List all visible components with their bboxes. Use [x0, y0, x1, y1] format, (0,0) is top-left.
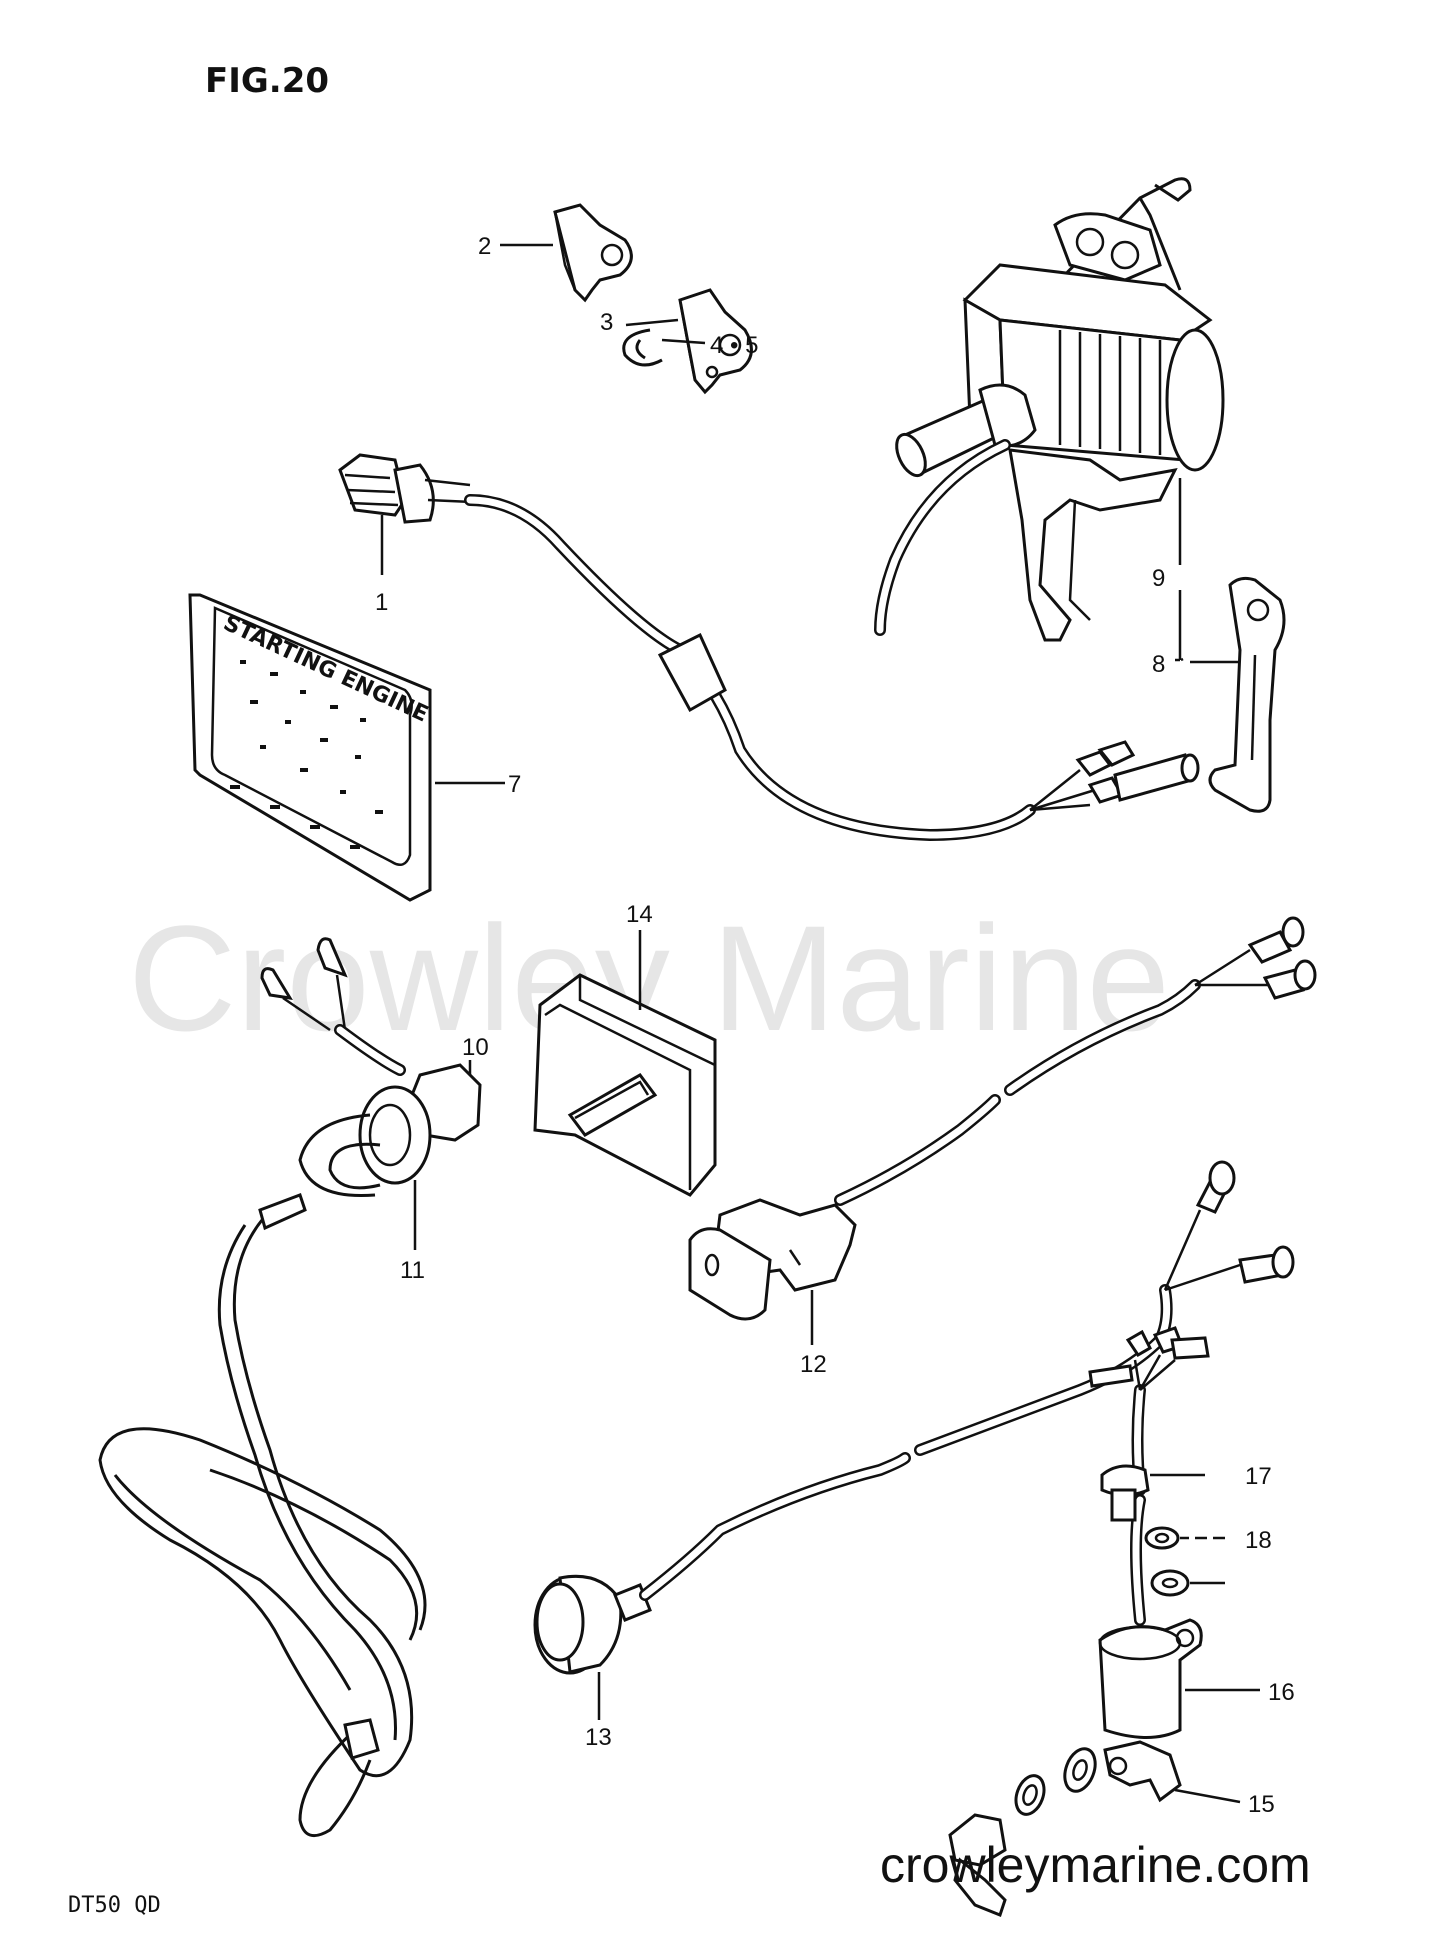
- callout-11: 12: [800, 1351, 827, 1378]
- callout-12: 13: [585, 1724, 612, 1751]
- callout-1: 1: [375, 589, 388, 616]
- clip-part-2: [553, 203, 633, 303]
- callout-13: 14: [626, 901, 653, 928]
- switch-part-12: [533, 1160, 1295, 1675]
- callout-3: 3: [600, 309, 613, 336]
- website-text: crowleymarine.com: [880, 1837, 1311, 1893]
- callout-2: 2: [478, 233, 491, 260]
- e-ring-part-4-5: [622, 328, 663, 367]
- model-code: DT50 QD: [68, 1893, 161, 1918]
- callout-9: 10: [462, 1034, 489, 1061]
- callout-17: 18: [1245, 1527, 1272, 1554]
- callout-16: 17: [1245, 1463, 1272, 1490]
- callout-15: 16: [1268, 1679, 1295, 1706]
- switch-part-1: [338, 453, 1200, 842]
- condenser-part-15: [948, 1326, 1210, 1917]
- callout-8: 9: [1152, 565, 1165, 592]
- harness-part-11: [688, 916, 1317, 1321]
- decal-part-6: STARTING ENGINE: [188, 593, 432, 902]
- figure-title: FIG.20: [205, 61, 329, 101]
- solenoid-part-8: [874, 177, 1225, 642]
- callout-6: 7: [508, 771, 521, 798]
- clip-part-3: [678, 288, 753, 395]
- callout-7: 8: [1152, 651, 1165, 678]
- callout-10: 11: [400, 1257, 425, 1284]
- switch-part-9-10: [98, 937, 482, 1838]
- strap-part-7: [1208, 576, 1286, 813]
- cover-part-13: [533, 973, 717, 1197]
- leader-lines: [380, 243, 1260, 1804]
- callout-4-5: 4 • 5: [710, 332, 758, 359]
- callout-14: 15: [1248, 1791, 1275, 1818]
